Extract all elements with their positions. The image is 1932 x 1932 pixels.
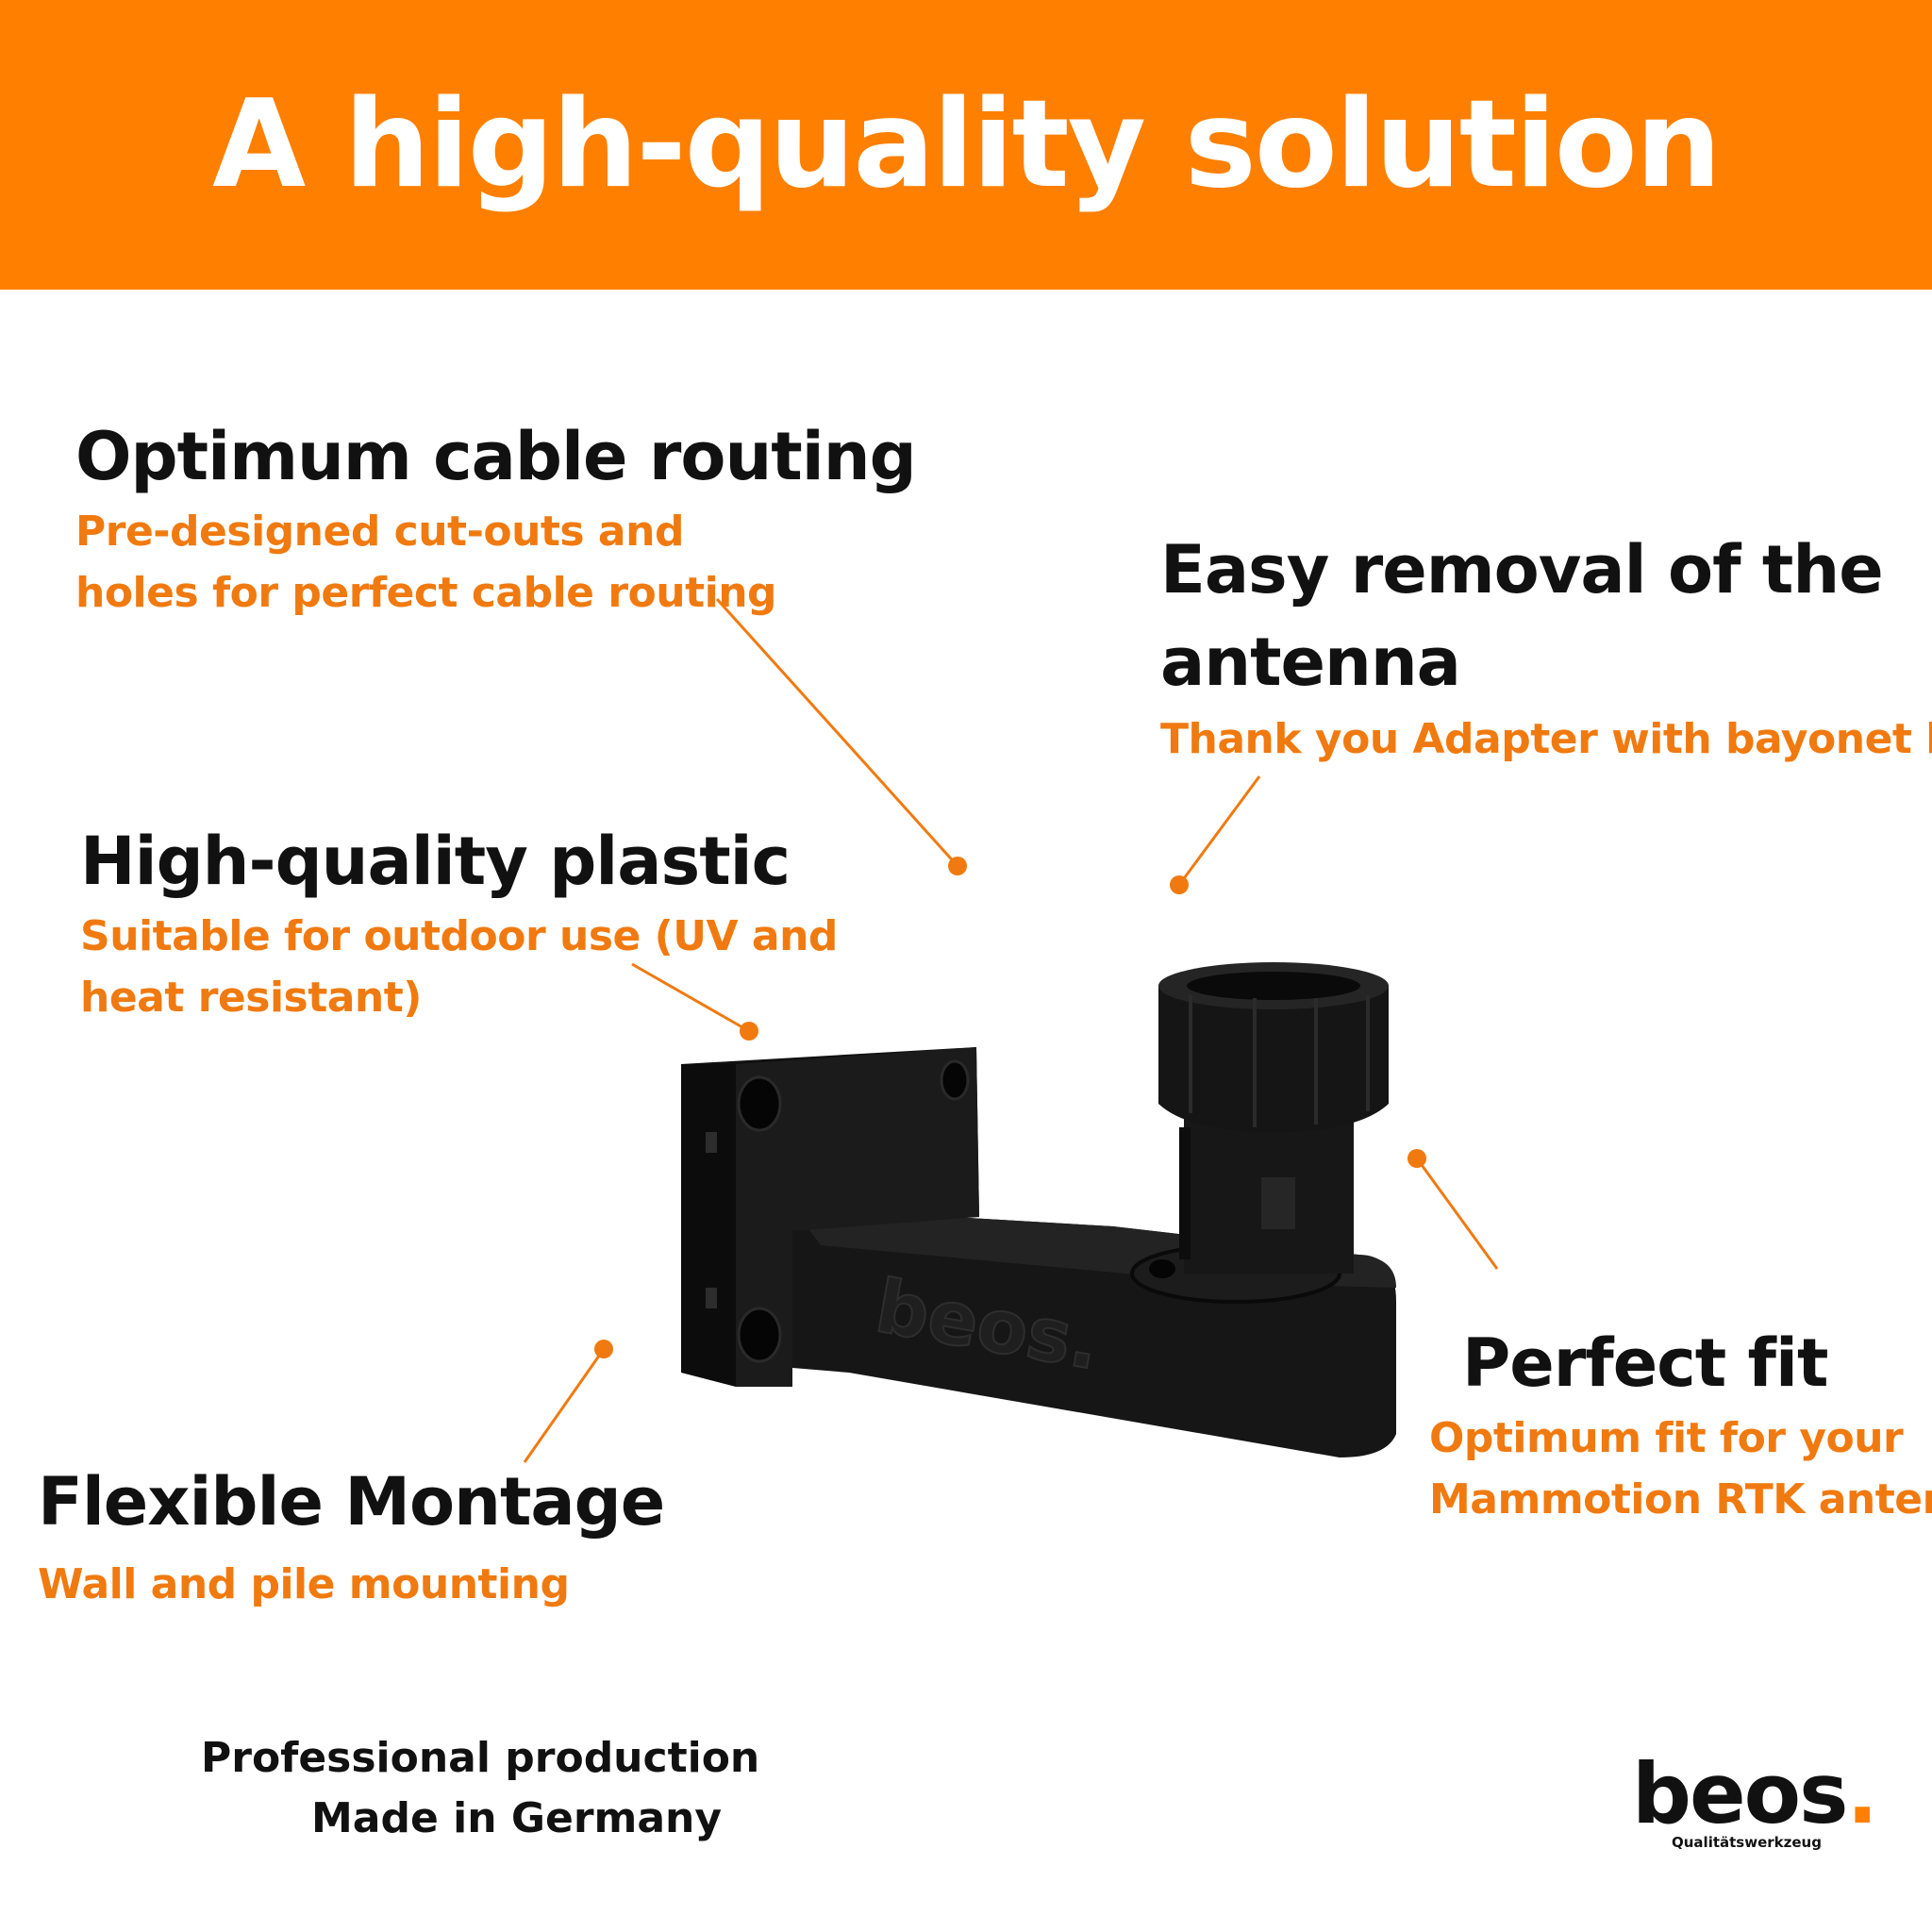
logo-tagline: Qualitätswerkzeug (1672, 1834, 1822, 1851)
logo-dot: . (1846, 1745, 1878, 1842)
feature-title: Perfect fit (1462, 1324, 1828, 1402)
feature-description-line: Mammotion RTK antenna (1429, 1475, 1932, 1524)
feature-title: Flexible Montage (38, 1463, 665, 1541)
feature-description-line: Optimum fit for your (1429, 1414, 1904, 1462)
page-title: A high-quality solution (212, 75, 1722, 215)
feature-title-line: antenna (1160, 624, 1461, 701)
brand-logo: beos. Qualitätswerkzeug (1632, 1753, 1878, 1852)
logo-wordmark: beos. (1632, 1753, 1878, 1836)
feature-title: Optimum cable routing (75, 418, 917, 495)
antenna-adapter (1158, 962, 1389, 1274)
callout-lines (523, 597, 1499, 1463)
callout-line-mount (523, 1348, 606, 1463)
callout-dot-plastic (740, 1022, 758, 1041)
feature-cable-routing: Optimum cable routing Pre-designed cut-o… (75, 412, 917, 624)
feature-description: Wall and pile mounting (38, 1560, 570, 1608)
callout-dot-cable (948, 857, 967, 875)
feature-easy-removal: Easy removal of the antenna Thank you Ad… (1160, 524, 1932, 770)
callout-dot-fit (1407, 1149, 1426, 1168)
feature-description-line: heat resistant) (80, 974, 422, 1022)
callout-line-plastic (631, 962, 750, 1033)
callout-line-cable (715, 597, 959, 868)
feature-plastic: High-quality plastic Suitable for outdoo… (80, 817, 838, 1028)
feature-title: High-quality plastic (80, 823, 791, 900)
feature-description-line: Suitable for outdoor use (UV and (80, 912, 838, 960)
feature-flexible-mounting: Flexible Montage Wall and pile mounting (38, 1457, 665, 1615)
header-banner: A high-quality solution (0, 0, 1932, 290)
made-in-note: Made in Germany (311, 1794, 723, 1842)
callout-dot-removal (1170, 875, 1189, 894)
feature-description-line: holes for perfect cable routing (75, 569, 777, 617)
feature-description-line: Pre-designed cut-outs and (75, 508, 684, 556)
feature-perfect-fit: Perfect fit Optimum fit for your Mammoti… (1429, 1319, 1932, 1530)
feature-title-line: Easy removal of the (1160, 531, 1884, 608)
feature-description: Thank you Adapter with bayonet lock (1160, 715, 1932, 763)
wall-plate (681, 1047, 979, 1387)
callout-line-fit (1415, 1158, 1499, 1270)
logo-text: beos (1632, 1745, 1849, 1842)
callout-line-removal (1177, 775, 1261, 886)
callout-dot-mount (594, 1340, 613, 1358)
production-note: Professional production (201, 1734, 760, 1782)
